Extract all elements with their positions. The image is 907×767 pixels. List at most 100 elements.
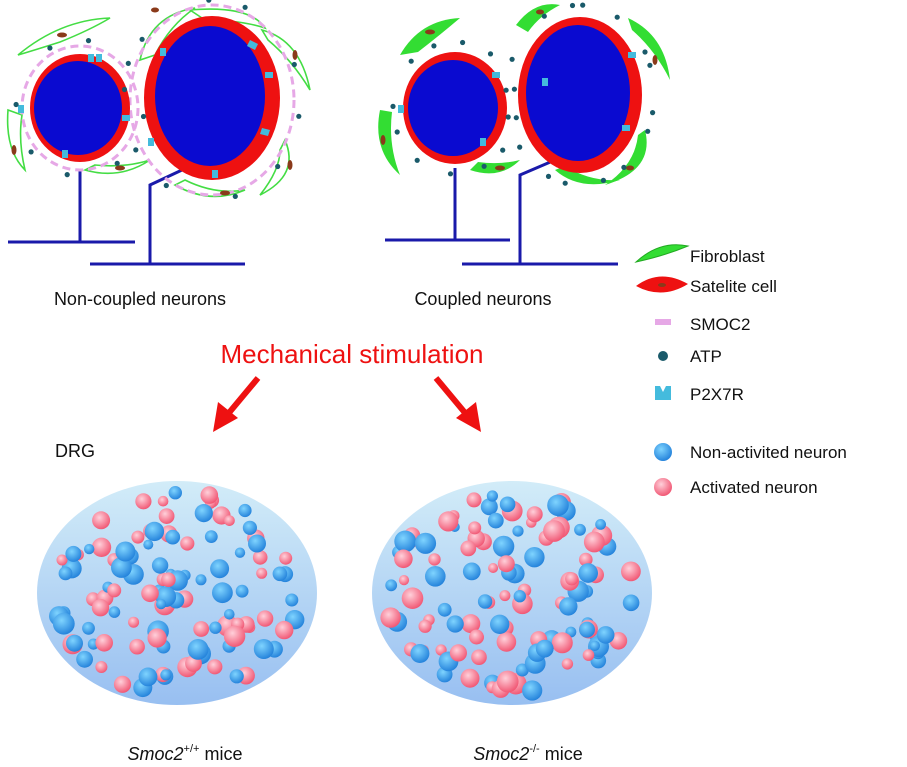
atp-dot <box>487 51 494 57</box>
non-coupled-caption: Non-coupled neurons <box>54 289 226 309</box>
non-activated-neuron <box>596 626 615 644</box>
non-activated-neuron <box>156 599 167 610</box>
legend-fibroblast: Fibroblast <box>634 244 765 266</box>
atp-dot <box>545 173 552 179</box>
activated-neuron <box>460 668 480 688</box>
atp-dot <box>408 58 414 64</box>
atp-dot <box>511 86 517 92</box>
non-activated-neuron <box>490 614 510 634</box>
knockout-genotype: -/- <box>529 743 540 755</box>
non-activated-neuron <box>165 529 181 545</box>
activated-neuron <box>279 551 293 565</box>
atp-dot <box>647 62 653 68</box>
atp-dot <box>513 115 519 121</box>
activated-neuron <box>131 530 145 544</box>
atp-dot <box>85 38 92 44</box>
non-activated-neuron <box>242 520 257 535</box>
activated-neuron <box>499 590 511 602</box>
activated-neuron <box>200 486 219 504</box>
atp-dot <box>505 114 511 120</box>
activated-neuron <box>92 511 111 530</box>
activated-neuron <box>128 616 140 628</box>
atp-dot <box>431 43 437 49</box>
coupled-caption: Coupled neurons <box>414 289 551 309</box>
atp-dot <box>28 149 34 155</box>
wildtype-gene: Smoc2 <box>128 744 184 764</box>
activated-neuron <box>223 625 246 647</box>
non-activated-neuron <box>108 606 121 618</box>
non-activated-neuron <box>579 621 595 638</box>
activated-neuron <box>582 649 595 661</box>
wildtype-genotype: +/+ <box>184 743 200 755</box>
legend-satellite-label: Satelite cell <box>690 277 777 296</box>
non-activated-neuron <box>229 669 244 684</box>
activated-neuron <box>565 572 579 586</box>
legend-satellite: Satelite cell <box>636 276 777 296</box>
atp-dot <box>621 164 627 170</box>
atp-dot <box>133 147 139 153</box>
activated-neuron <box>438 511 459 532</box>
non-activated-neuron <box>513 590 526 603</box>
legend-p2x7r: P2X7R <box>655 385 744 404</box>
activated-neuron <box>471 649 487 665</box>
activated-neuron <box>157 495 169 507</box>
atp-dot <box>414 157 420 163</box>
non-activated-neuron <box>492 535 515 558</box>
atp-dot <box>13 101 19 108</box>
non-activated-neuron <box>425 566 446 587</box>
atp-dot <box>206 0 212 3</box>
activated-neuron <box>466 492 482 508</box>
non-activated-neuron <box>210 559 230 579</box>
atp-dot <box>645 128 651 134</box>
atp-dot <box>580 2 586 8</box>
activated-neuron <box>91 537 112 557</box>
non-activated-neuron <box>111 557 132 578</box>
activated-neuron <box>129 638 145 655</box>
non-activated-neuron <box>58 566 73 581</box>
legend-activated: Activated neuron <box>654 478 818 497</box>
non-activated-neuron <box>204 530 218 543</box>
non-activated-neuron <box>589 640 600 651</box>
non-activated-neuron <box>559 597 578 616</box>
arrow-right <box>433 376 481 432</box>
non-activated-neuron <box>480 498 498 516</box>
legend: Fibroblast Satelite cell SMOC2 ATP P2X7R… <box>634 244 847 497</box>
non-activated-neuron <box>574 523 586 536</box>
activated-neuron <box>579 552 593 567</box>
non-activated-neuron <box>187 639 209 660</box>
non-activated-neuron <box>76 650 93 668</box>
activated-neuron <box>56 554 68 566</box>
activated-neuron <box>91 599 110 617</box>
atp-dot <box>121 86 128 93</box>
non-activated-neuron <box>168 486 182 500</box>
atp-dot <box>125 60 131 66</box>
drg-label: DRG <box>55 441 95 461</box>
smoc2-icon <box>655 319 671 325</box>
non-activated-neuron <box>115 541 136 562</box>
atp-dot <box>517 144 523 150</box>
non-activated-neuron <box>195 574 207 586</box>
activated-neuron <box>583 531 605 553</box>
non-activated-neuron <box>437 602 452 617</box>
activated-neuron <box>141 584 159 603</box>
activated-neuron <box>621 561 641 582</box>
atp-dot <box>394 129 400 135</box>
activated-neuron <box>394 549 413 569</box>
knockout-caption: Smoc2-/- mice <box>473 743 582 764</box>
wildtype-suffix: mice <box>199 744 242 764</box>
atp-dot <box>275 163 281 170</box>
atp-dot <box>460 39 466 46</box>
activated-neuron <box>461 614 481 634</box>
non-coupled-panel <box>6 3 311 266</box>
activated-neuron <box>398 575 410 586</box>
atp-dot <box>562 180 568 186</box>
wildtype-caption: Smoc2+/+ mice <box>128 743 243 764</box>
activated-neuron <box>180 536 195 551</box>
non-activated-neuron <box>235 584 249 598</box>
atp-dot <box>242 4 248 10</box>
activated-neuron <box>147 628 167 648</box>
non-activated-neuron <box>394 530 417 553</box>
non-activated-neuron <box>212 582 233 604</box>
non-activated-neuron <box>499 496 516 513</box>
activated-neuron <box>256 567 268 579</box>
